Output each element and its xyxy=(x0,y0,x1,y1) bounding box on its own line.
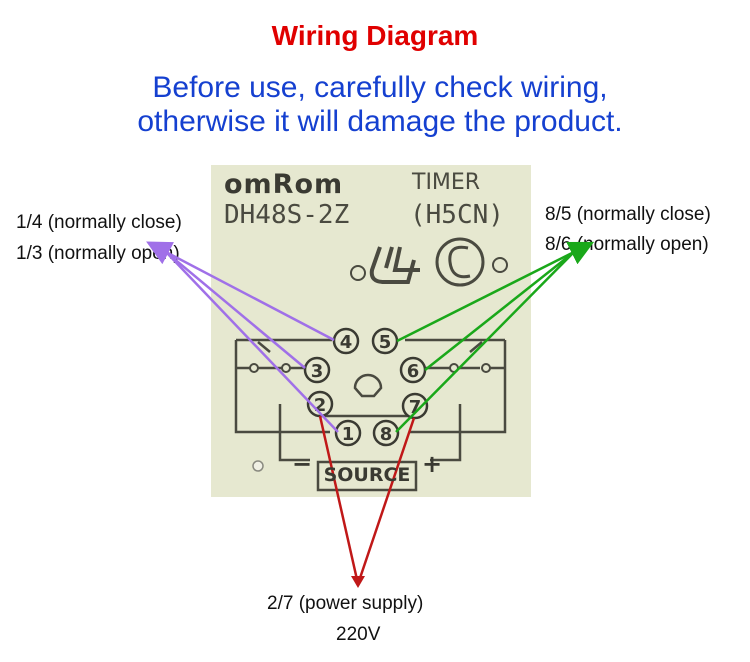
csa-mark-icon xyxy=(435,237,508,287)
label-voltage: 220V xyxy=(336,624,381,645)
bottom-callout-arrows xyxy=(318,415,416,585)
warning-line-1: Before use, carefully check wiring, xyxy=(152,71,608,104)
arrow-to-pin-1 xyxy=(165,251,339,433)
arrow-to-pin-2 xyxy=(318,415,360,585)
model-number: DH48S-2Z xyxy=(224,200,350,230)
label-pin-8-5: 8/5 (normally close) xyxy=(545,204,711,225)
power-arrowhead xyxy=(351,576,365,588)
pin-3: 3 xyxy=(303,356,331,384)
left-callout-arrows xyxy=(146,241,339,433)
diagram-title: Wiring Diagram xyxy=(271,20,479,51)
arrow-to-pin-5 xyxy=(396,241,595,343)
arrow-to-pin-6 xyxy=(424,251,575,371)
source-label: SOURCE xyxy=(323,464,411,486)
device-kind: TIMER xyxy=(412,170,481,195)
label-pin-1-3: 1/3 (normally open) xyxy=(16,243,180,264)
label-pin-1-4: 1/4 (normally close) xyxy=(16,212,182,233)
pin-4-label: 4 xyxy=(340,332,353,353)
pin-5-label: 5 xyxy=(379,332,392,353)
label-power-supply: 2/7 (power supply) xyxy=(267,593,424,614)
pin-5: 5 xyxy=(371,327,399,355)
plus-terminal: + xyxy=(422,450,442,478)
pin-1-label: 1 xyxy=(342,424,355,445)
right-callout-arrows xyxy=(395,241,595,433)
timer-faceplate xyxy=(211,165,531,497)
minus-terminal: − xyxy=(292,450,312,478)
pin-1: 1 xyxy=(334,419,362,447)
arrow-to-pin-3 xyxy=(165,251,306,369)
arrow-to-pin-7 xyxy=(356,417,416,585)
arrow-to-pin-8 xyxy=(395,251,575,433)
device-code: (H5CN) xyxy=(410,200,504,230)
pin-8: 8 xyxy=(372,419,400,447)
pin-4: 4 xyxy=(332,327,360,355)
arrow-to-pin-4 xyxy=(146,241,335,342)
pin-6: 6 xyxy=(399,356,427,384)
pin-8-label: 8 xyxy=(380,424,393,445)
pin-7-label: 7 xyxy=(409,397,422,418)
pin-7: 7 xyxy=(401,392,429,420)
ul-mark-icon xyxy=(350,246,420,284)
pin-6-label: 6 xyxy=(407,361,420,382)
warning-line-2: otherwise it will damage the product. xyxy=(137,105,623,138)
socket-key-icon xyxy=(353,373,383,398)
brand-logo: omRom xyxy=(224,169,344,200)
pin-3-label: 3 xyxy=(311,361,324,382)
